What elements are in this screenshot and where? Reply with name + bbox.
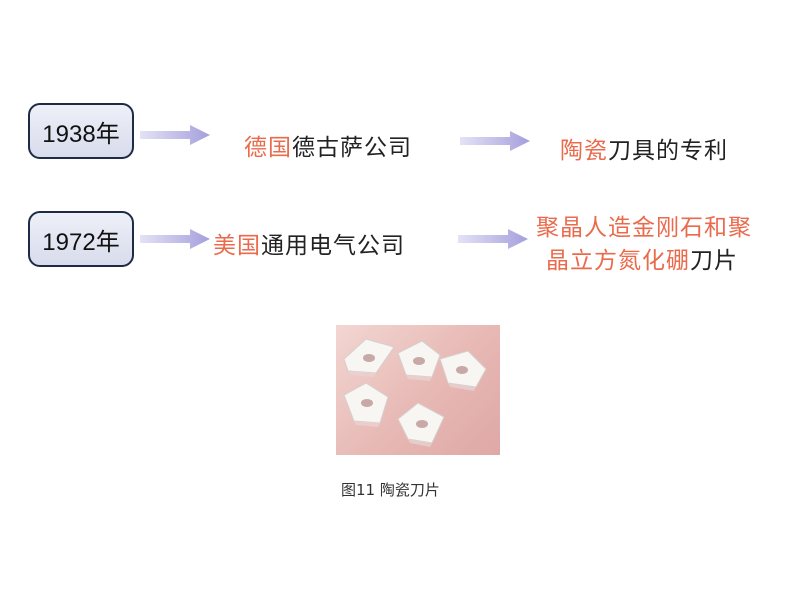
right-arrow-icon (458, 229, 528, 249)
year-box-1938: 1938年 (28, 103, 134, 159)
result-highlight: 聚晶人造金刚石和聚 (536, 215, 752, 241)
result-1972-line1: 聚晶人造金刚石和聚 (536, 208, 752, 242)
right-arrow-icon (140, 229, 210, 249)
result-1972-line2: 晶立方氮化硼刀片 (546, 241, 738, 275)
result-rest: 刀片 (690, 248, 738, 274)
right-arrow-icon (140, 125, 210, 145)
company-1972: 美国通用电气公司 (213, 226, 405, 260)
company-country: 德国 (244, 135, 292, 161)
result-highlight: 晶立方氮化硼 (546, 248, 690, 274)
result-highlight: 陶瓷 (560, 138, 608, 164)
figure-caption: 图11 陶瓷刀片 (341, 481, 440, 499)
year-label: 1972年 (42, 228, 120, 256)
result-1938: 陶瓷刀具的专利 (560, 131, 728, 165)
right-arrow-icon (460, 131, 530, 151)
ceramic-insert-image (343, 338, 487, 447)
year-box-1972: 1972年 (28, 211, 134, 267)
ceramic-inserts-photo (336, 325, 500, 455)
company-name: 通用电气公司 (261, 233, 405, 259)
result-rest: 刀具的专利 (608, 138, 728, 164)
company-country: 美国 (213, 233, 261, 259)
company-1938: 德国德古萨公司 (244, 128, 412, 162)
company-name: 德古萨公司 (292, 135, 412, 161)
year-label: 1938年 (42, 120, 120, 148)
